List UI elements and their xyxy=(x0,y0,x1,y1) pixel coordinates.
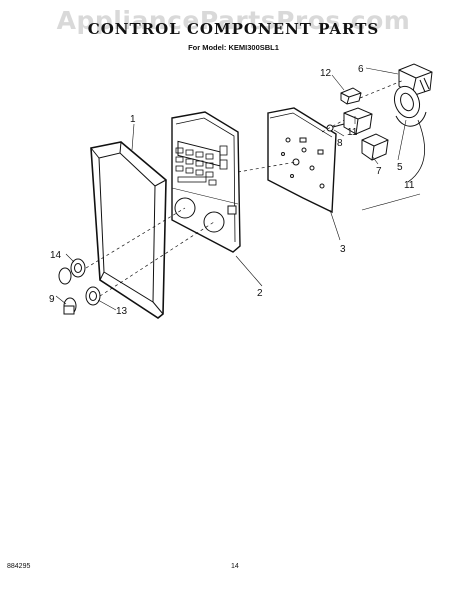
part-11-relay xyxy=(343,107,373,135)
part-7-component xyxy=(361,133,389,161)
part-12-component xyxy=(340,87,362,105)
keypad-buttons xyxy=(175,145,228,186)
callout-3: 3 xyxy=(340,244,346,255)
assembly-lines xyxy=(85,79,405,297)
callout-13: 13 xyxy=(116,306,128,317)
part-circuit-board xyxy=(267,107,337,214)
callout-5: 5 xyxy=(397,162,403,173)
callout-2: 2 xyxy=(257,288,263,299)
callout-12: 12 xyxy=(320,68,332,79)
part-control-panel xyxy=(171,111,241,253)
watermark: AppliancePartsPros.com xyxy=(56,6,411,35)
callout-1: 1 xyxy=(130,114,136,125)
part-9-knob xyxy=(63,297,77,315)
callout-11-wire: 11 xyxy=(404,180,415,191)
part-13-knob-ring xyxy=(85,286,101,306)
page-title: CONTROL COMPONENT PARTS xyxy=(87,20,380,38)
page-number: 14 xyxy=(231,563,239,570)
callout-14: 14 xyxy=(50,250,62,261)
callout-labels: 1 2 3 5 6 7 8 9 11 12 13 14 11 xyxy=(49,64,415,317)
leader-lines xyxy=(55,67,421,311)
model-subtitle: For Model: KEMI300SBL1 xyxy=(188,43,279,52)
part-5-motor xyxy=(393,85,427,183)
part-door-frame xyxy=(90,141,167,319)
callout-6: 6 xyxy=(358,64,364,75)
callout-9: 9 xyxy=(49,294,55,305)
footer-code: 884295 xyxy=(7,563,31,570)
callout-11: 11 xyxy=(347,127,358,138)
callout-8: 8 xyxy=(337,138,343,149)
callout-7: 7 xyxy=(376,166,382,177)
part-14-knob-ring xyxy=(58,258,86,285)
